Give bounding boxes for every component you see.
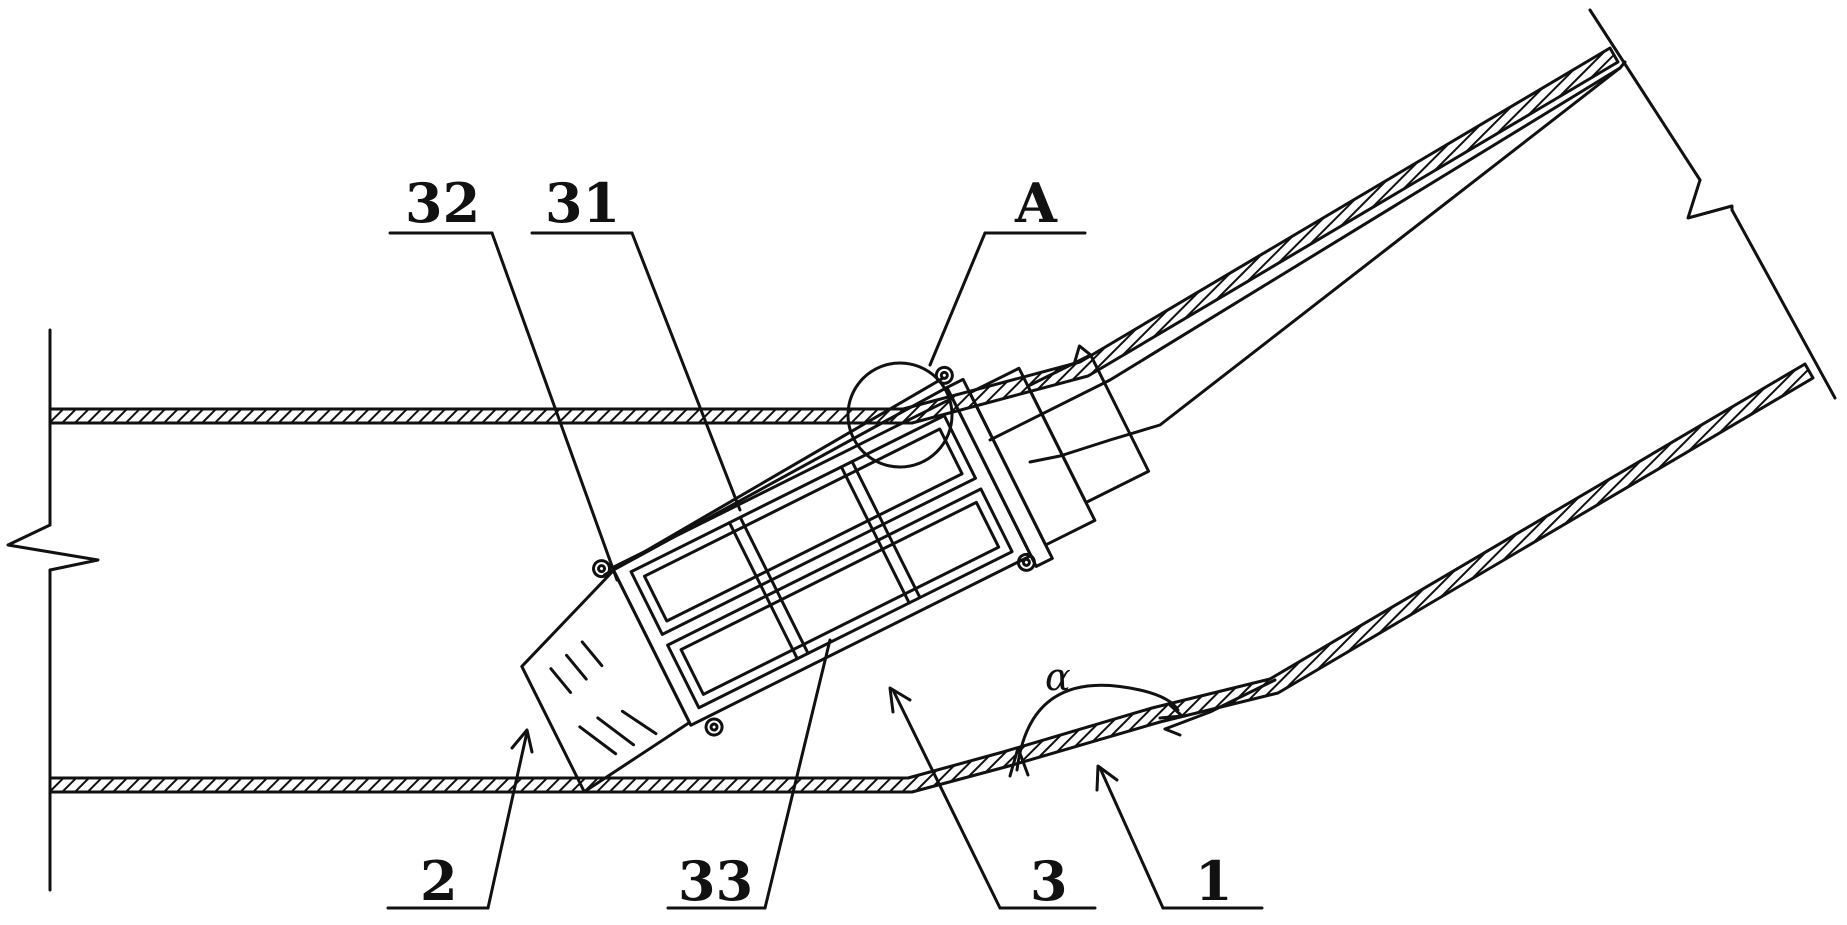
detail-circle-a: [846, 361, 954, 469]
angle-arc: [1015, 683, 1180, 772]
roller-bottom-right: [1016, 552, 1036, 572]
lower-junction: [1163, 678, 1277, 737]
upper-chamber: [629, 414, 978, 636]
label-3: 3: [1030, 849, 1068, 913]
label-31: 31: [545, 171, 620, 235]
lower-chamber: [666, 487, 1014, 710]
label-1: 1: [1195, 849, 1233, 913]
left-break-line: [6, 328, 100, 892]
roller-top-right: [934, 365, 954, 385]
label-alpha: α: [1045, 655, 1071, 699]
leader-lines: [386, 231, 1264, 910]
angle-arrow-right: [1158, 703, 1184, 720]
right-break-line: [1588, 8, 1837, 400]
roller-bottom-left: [704, 717, 724, 737]
upper-pipe-wall: [48, 46, 1620, 425]
nozzle-cap: [520, 568, 691, 794]
label-a: A: [1014, 171, 1058, 235]
guide-rod: [603, 376, 945, 577]
label-32: 32: [405, 171, 480, 235]
lower-pipe-wall: [48, 362, 1815, 794]
label-33: 33: [678, 849, 753, 913]
end-box: [1026, 353, 1151, 505]
inner-sleeve-lines: [988, 60, 1627, 464]
angle-arrow-left: [1008, 746, 1030, 778]
roller-top-left: [592, 559, 612, 579]
label-2: 2: [420, 849, 458, 913]
filter-device: [520, 344, 1151, 794]
